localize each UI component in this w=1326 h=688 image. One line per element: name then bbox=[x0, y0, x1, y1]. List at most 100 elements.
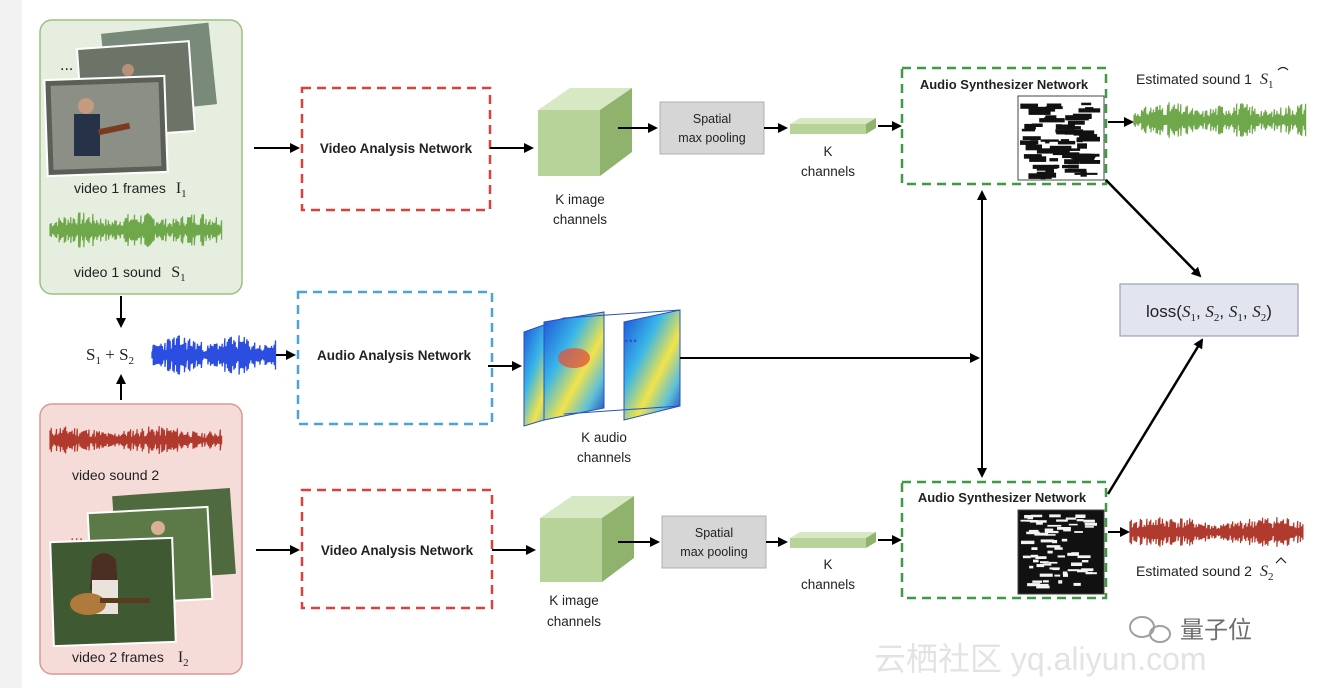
bottom-pool-label-2: max pooling bbox=[680, 545, 747, 559]
mask-cell bbox=[1062, 571, 1068, 575]
mask-cell bbox=[1081, 102, 1092, 106]
mask-cell bbox=[1060, 139, 1070, 145]
bottom-channel-vector bbox=[790, 532, 876, 548]
mask-cell bbox=[1029, 156, 1047, 162]
mask-cell bbox=[1057, 527, 1071, 530]
mask-cell bbox=[1083, 519, 1095, 523]
mask-cell bbox=[1083, 153, 1095, 159]
mask-cell bbox=[1046, 103, 1062, 108]
mask-cell bbox=[1024, 123, 1036, 130]
mask-cell bbox=[1077, 555, 1091, 559]
watermark-site: 云栖社区 yq.aliyun.com bbox=[874, 641, 1207, 677]
mask-cell bbox=[1039, 118, 1065, 123]
loss-label: loss(S1, S2, S1, S2) bbox=[1146, 302, 1272, 324]
mask-cell bbox=[1029, 529, 1039, 534]
mask-cell bbox=[1081, 568, 1094, 571]
mask-cell bbox=[1036, 521, 1043, 525]
top-synth-label: Audio Synthesizer Network bbox=[920, 77, 1089, 92]
mask-cell bbox=[1046, 545, 1061, 548]
mask-cell bbox=[1054, 574, 1061, 577]
mask-cell bbox=[1064, 168, 1087, 173]
top-channel-vector bbox=[790, 118, 876, 134]
mask-cell bbox=[1021, 540, 1035, 545]
video2-sound-label: video sound 2 bbox=[72, 467, 159, 483]
mask-cell bbox=[1047, 550, 1053, 554]
mask-cell bbox=[1063, 148, 1081, 151]
mask-cell bbox=[1028, 173, 1052, 179]
mask-cell bbox=[1059, 126, 1081, 130]
mask-cell bbox=[1042, 107, 1056, 112]
top-feature-label-1: K image bbox=[555, 192, 605, 207]
mask-cell bbox=[1077, 143, 1087, 149]
mask-cell bbox=[1085, 572, 1097, 575]
bottom-estimated-waveform bbox=[1129, 517, 1304, 547]
mask-cell bbox=[1067, 552, 1079, 556]
mask-cell bbox=[1056, 519, 1068, 522]
mask-cell bbox=[1031, 547, 1038, 550]
mask-cell bbox=[1030, 554, 1039, 558]
mask-cell bbox=[1073, 582, 1081, 586]
bottom-mask-image bbox=[1017, 509, 1105, 595]
top-pool-box bbox=[659, 101, 765, 155]
top-video-analysis-label: Video Analysis Network bbox=[320, 141, 473, 156]
bottom-synth-label: Audio Synthesizer Network bbox=[918, 490, 1087, 505]
mask-cell bbox=[1075, 514, 1086, 518]
mask-cell bbox=[1042, 580, 1049, 583]
top-pool-label-1: Spatial bbox=[693, 112, 731, 126]
top-estimated-hat bbox=[1277, 66, 1289, 71]
mask-cell bbox=[1074, 531, 1083, 533]
mask-cell bbox=[1080, 171, 1087, 177]
watermark-brand: 量子位 bbox=[1180, 617, 1252, 644]
mask-cell bbox=[1084, 526, 1094, 528]
mask-cell bbox=[1061, 538, 1068, 542]
audio-feature-label-1: K audio bbox=[581, 430, 627, 445]
mask-cell bbox=[1081, 560, 1089, 563]
mask-cell bbox=[1078, 108, 1101, 113]
mask-cell bbox=[1045, 534, 1056, 536]
mask-cell bbox=[1049, 145, 1072, 151]
mix-label: S1 + S2 bbox=[86, 345, 134, 367]
mask-cell bbox=[1032, 580, 1042, 583]
mask-cell bbox=[1039, 573, 1053, 577]
mask-cell bbox=[1022, 136, 1041, 140]
video2-frames-ellipsis: ... bbox=[70, 527, 83, 544]
mask-cell bbox=[1072, 113, 1092, 119]
mask-cell bbox=[1027, 583, 1041, 587]
mask-cell bbox=[1020, 519, 1029, 522]
mask-cell bbox=[1033, 559, 1039, 563]
mask-cell bbox=[1068, 523, 1078, 526]
bottom-image-feature-cube bbox=[540, 496, 634, 582]
mask-cell bbox=[1067, 120, 1085, 125]
audio-feature-spectrograms bbox=[523, 309, 681, 427]
mask-cell bbox=[1036, 167, 1046, 171]
audio-analysis-box bbox=[296, 290, 494, 426]
mask-cell bbox=[1084, 522, 1097, 526]
mask-cell bbox=[1045, 168, 1054, 174]
mask-cell bbox=[1064, 129, 1084, 135]
audio-feature-ellipsis: ... bbox=[624, 329, 637, 346]
mask-cell bbox=[1027, 516, 1034, 520]
audio-analysis-label: Audio Analysis Network bbox=[317, 348, 472, 363]
mask-cell bbox=[1072, 156, 1095, 163]
bottom-channels-label-1: K bbox=[823, 557, 832, 572]
loss-box bbox=[1119, 283, 1299, 337]
mask-cell bbox=[1029, 565, 1034, 569]
mask-cell bbox=[1038, 150, 1051, 153]
top-synth-box bbox=[900, 66, 1108, 186]
mask-cell bbox=[1057, 555, 1065, 558]
mask-cell bbox=[1030, 514, 1043, 518]
mask-cell bbox=[1045, 140, 1050, 144]
mask-cell bbox=[1022, 555, 1031, 559]
mask-cell bbox=[1065, 517, 1077, 520]
bottom-feature-label-2: channels bbox=[547, 614, 601, 629]
mask-cell bbox=[1049, 172, 1057, 178]
bottom-estimated-hat bbox=[1275, 557, 1287, 564]
mask-cell bbox=[1071, 562, 1083, 566]
mask-cell bbox=[1025, 144, 1042, 151]
bottom-feature-label-1: K image bbox=[549, 593, 599, 608]
mask-cell bbox=[1049, 158, 1059, 162]
